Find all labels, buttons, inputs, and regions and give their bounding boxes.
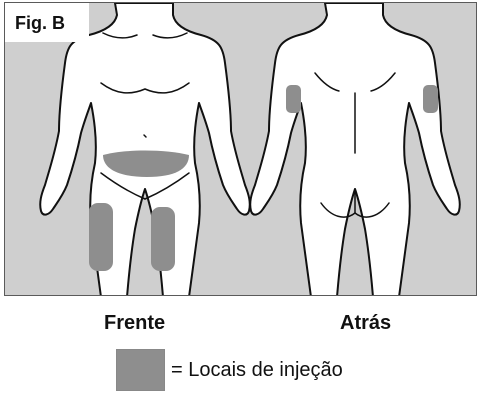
body-diagram [39,3,461,295]
caption-back: Atrás [340,312,392,334]
back-buttock-right [354,202,390,218]
front-collarbone-right [152,32,188,39]
injection-site-thigh-right [151,207,175,271]
legend-swatch [116,349,165,391]
figure-label: Fig. B [5,3,89,42]
front-collarbone-left [102,32,138,39]
figure-panel: Fig. B [4,2,477,296]
injection-site-thigh-left [89,203,113,271]
front-groin-right [144,172,190,200]
back-scapula-left [314,72,340,92]
back-scapula-right [370,72,396,92]
front-groin-left [100,172,146,200]
front-body-silhouette [39,3,251,295]
front-navel [143,134,147,138]
injection-site-abdomen [103,150,189,177]
legend-text: = Locais de injeção [171,358,343,381]
front-chest-line [100,82,190,94]
legend: = Locais de injeção [116,349,343,391]
caption-front: Frente [104,312,166,334]
injection-site-arm-right [423,85,438,113]
injection-site-arm-left [286,85,301,113]
back-buttock-left [320,202,356,218]
